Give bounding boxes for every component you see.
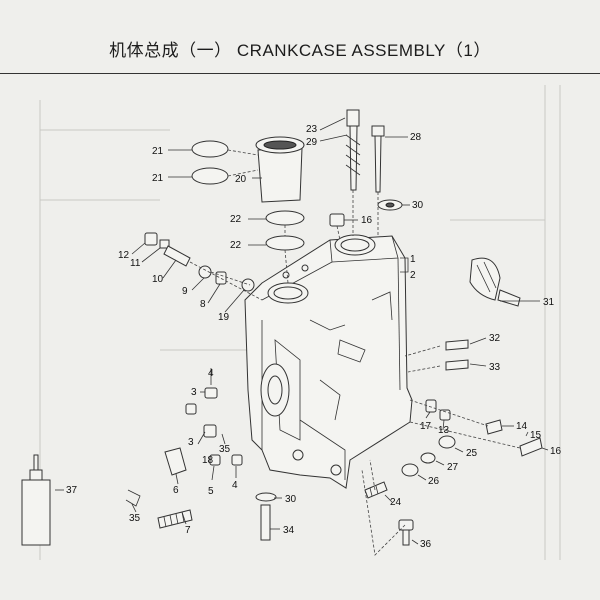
callout-20: 20 — [235, 174, 247, 185]
callout-12: 12 — [118, 250, 130, 261]
callout-26: 26 — [428, 476, 440, 487]
callout-19: 19 — [218, 312, 230, 323]
callout-16a: 16 — [361, 215, 373, 226]
callout-35b: 35 — [129, 513, 141, 524]
callout-labels: 21 21 20 22 22 23 29 28 30 16 1 2 12 11 … — [66, 124, 562, 550]
callout-4b: 4 — [232, 480, 238, 491]
callout-22a: 22 — [230, 214, 242, 225]
callout-18: 18 — [202, 455, 214, 466]
callout-13: 13 — [438, 425, 450, 436]
callout-22b: 22 — [230, 240, 242, 251]
background-ghost-lines — [39, 85, 561, 560]
callout-16b: 16 — [550, 446, 562, 457]
callout-35a: 35 — [219, 444, 231, 455]
callout-25: 25 — [466, 448, 478, 459]
callout-30a: 30 — [412, 200, 424, 211]
callout-30b: 30 — [285, 494, 297, 505]
leader-lines — [55, 117, 549, 556]
callout-29: 29 — [306, 137, 318, 148]
page-title: 机体总成（一） CRANKCASE ASSEMBLY（1） — [109, 41, 491, 60]
callout-27: 27 — [447, 462, 459, 473]
callout-37: 37 — [66, 485, 78, 496]
callout-15: 15 — [530, 430, 542, 441]
callout-21a: 21 — [152, 146, 164, 157]
callout-1: 1 — [410, 254, 416, 265]
callout-23: 23 — [306, 124, 318, 135]
parts — [21, 109, 543, 546]
callout-5: 5 — [208, 486, 214, 497]
callout-21b: 21 — [152, 173, 164, 184]
callout-13-left: 3 — [188, 437, 194, 448]
callout-10: 10 — [152, 274, 164, 285]
callout-28: 28 — [410, 132, 422, 143]
callout-4a: 4 — [208, 368, 214, 379]
callout-2: 2 — [410, 270, 416, 281]
callout-34: 34 — [283, 525, 295, 536]
crankcase-block — [244, 234, 413, 489]
callout-32: 32 — [489, 333, 501, 344]
callout-17: 17 — [420, 421, 432, 432]
callout-11: 11 — [130, 258, 141, 269]
callout-6: 6 — [173, 485, 179, 496]
callout-3: 3 — [191, 387, 197, 398]
callout-24: 24 — [390, 497, 402, 508]
callout-9: 9 — [182, 286, 188, 297]
callout-14: 14 — [516, 421, 528, 432]
callout-8: 8 — [200, 299, 206, 310]
callout-31: 31 — [543, 297, 555, 308]
callout-33: 33 — [489, 362, 501, 373]
title-divider — [0, 73, 600, 74]
callout-36: 36 — [420, 539, 432, 550]
callout-7: 7 — [185, 525, 191, 536]
